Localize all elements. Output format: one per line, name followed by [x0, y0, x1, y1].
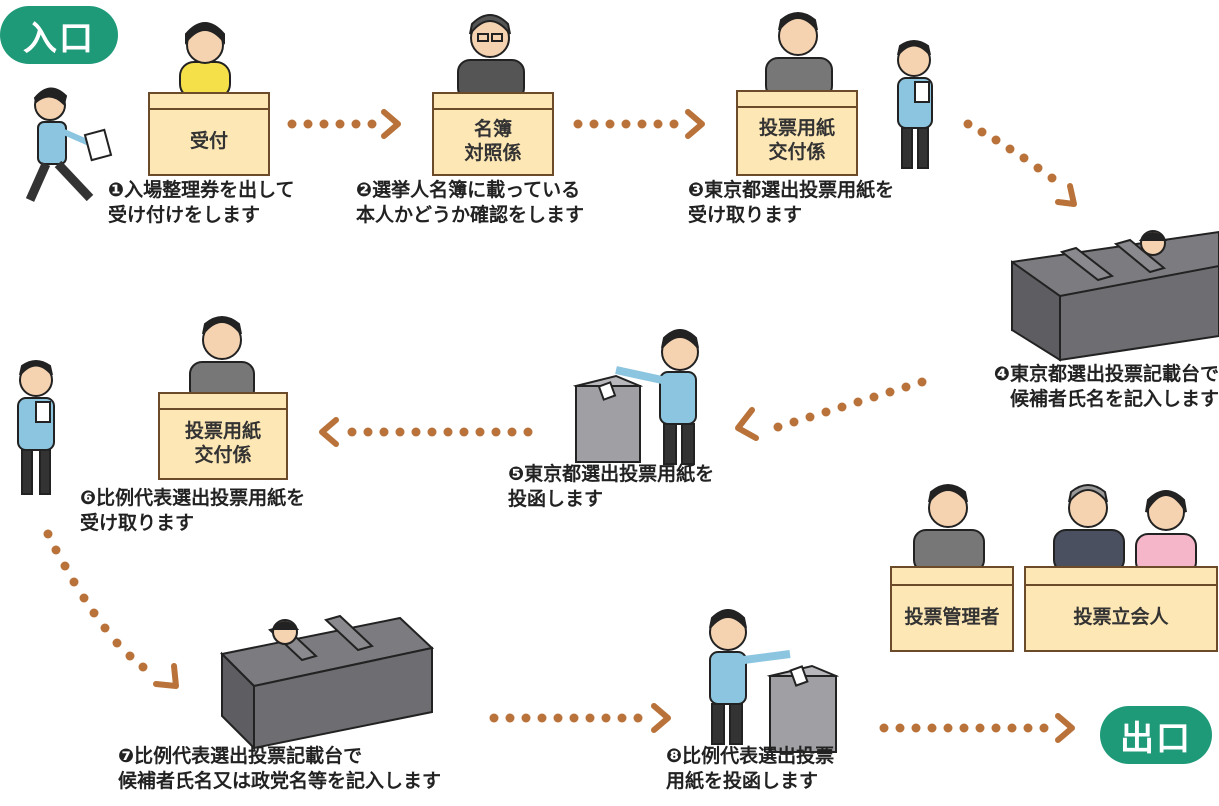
desk-reception: 受付 [148, 108, 270, 176]
arrow-4-5 [735, 377, 927, 441]
witness-desk: 投票立会人 [1024, 584, 1218, 652]
desk-ballot-proportional: 投票用紙 交付係 [158, 408, 288, 480]
ballot-staff-proportional-figure [189, 316, 255, 403]
arrow-1-2 [287, 109, 401, 139]
ballot-box-tokyo [572, 374, 644, 463]
writing-booth-proportional [219, 614, 435, 751]
ballot-staff-tokyo-figure [765, 12, 833, 99]
witness-desk-top [1024, 566, 1218, 586]
step-4-caption: ❹東京都選出投票記載台で 候補者氏名を記入します [993, 363, 1219, 410]
exit-label: 出口 [1100, 706, 1212, 764]
arrow-2-3 [573, 109, 705, 139]
step-6-caption: ❻比例代表選出投票用紙を 受け取ります [80, 487, 306, 534]
manager-label: 投票管理者 [904, 606, 1000, 629]
manager-desk-top [890, 566, 1014, 586]
arrow-6-7 [43, 529, 179, 689]
voter-walking-figure [25, 87, 113, 202]
writing-booth-tokyo [1011, 230, 1219, 362]
step-2-caption: ❷選挙人名簿に載っている 本人かどうか確認をします [356, 179, 585, 226]
desk-reception-label: 受付 [189, 130, 228, 153]
voter-casting-proportional-figure [709, 609, 791, 745]
witness-man-figure [1053, 484, 1125, 573]
desk-roll-check: 名簿 対照係 [432, 108, 554, 176]
voter-holding-ballot-figure [897, 40, 933, 169]
desk-roll-check-label: 名簿 対照係 [464, 118, 522, 164]
manager-desk: 投票管理者 [890, 584, 1014, 652]
roll-check-staff-figure [457, 14, 525, 101]
voter-casting-tokyo-figure [615, 329, 699, 465]
arrow-3-4 [963, 119, 1077, 207]
desk-ballot-tokyo-label: 投票用紙 交付係 [758, 117, 835, 163]
voter-holding-proportional-ballot-figure [17, 360, 55, 495]
arrow-8-exit [879, 713, 1075, 743]
election-manager-figure [913, 484, 985, 573]
reception-staff-figure [179, 22, 231, 99]
witness-label: 投票立会人 [1073, 606, 1169, 629]
arrow-7-8 [489, 703, 671, 733]
arrow-5-6 [319, 417, 533, 447]
desk-ballot-tokyo: 投票用紙 交付係 [736, 106, 858, 176]
step-5-caption: ❺東京都選出投票用紙を 投函します [508, 463, 715, 510]
desk-ballot-proportional-label: 投票用紙 交付係 [184, 420, 261, 466]
entrance-label: 入口 [0, 6, 118, 64]
step-3-caption: ❸東京都選出投票用紙を 受け取ります [688, 179, 895, 226]
ballot-box-proportional [766, 664, 840, 753]
witness-woman-figure [1135, 490, 1197, 575]
step-8-caption: ❽比例代表選出投票 用紙を投函します [666, 745, 835, 792]
step-7-caption: ❼比例代表選出投票記載台で 候補者氏名又は政党名等を記入します [118, 745, 442, 792]
step-1-caption: ❶入場整理券を出して 受け付けをします [108, 179, 295, 226]
